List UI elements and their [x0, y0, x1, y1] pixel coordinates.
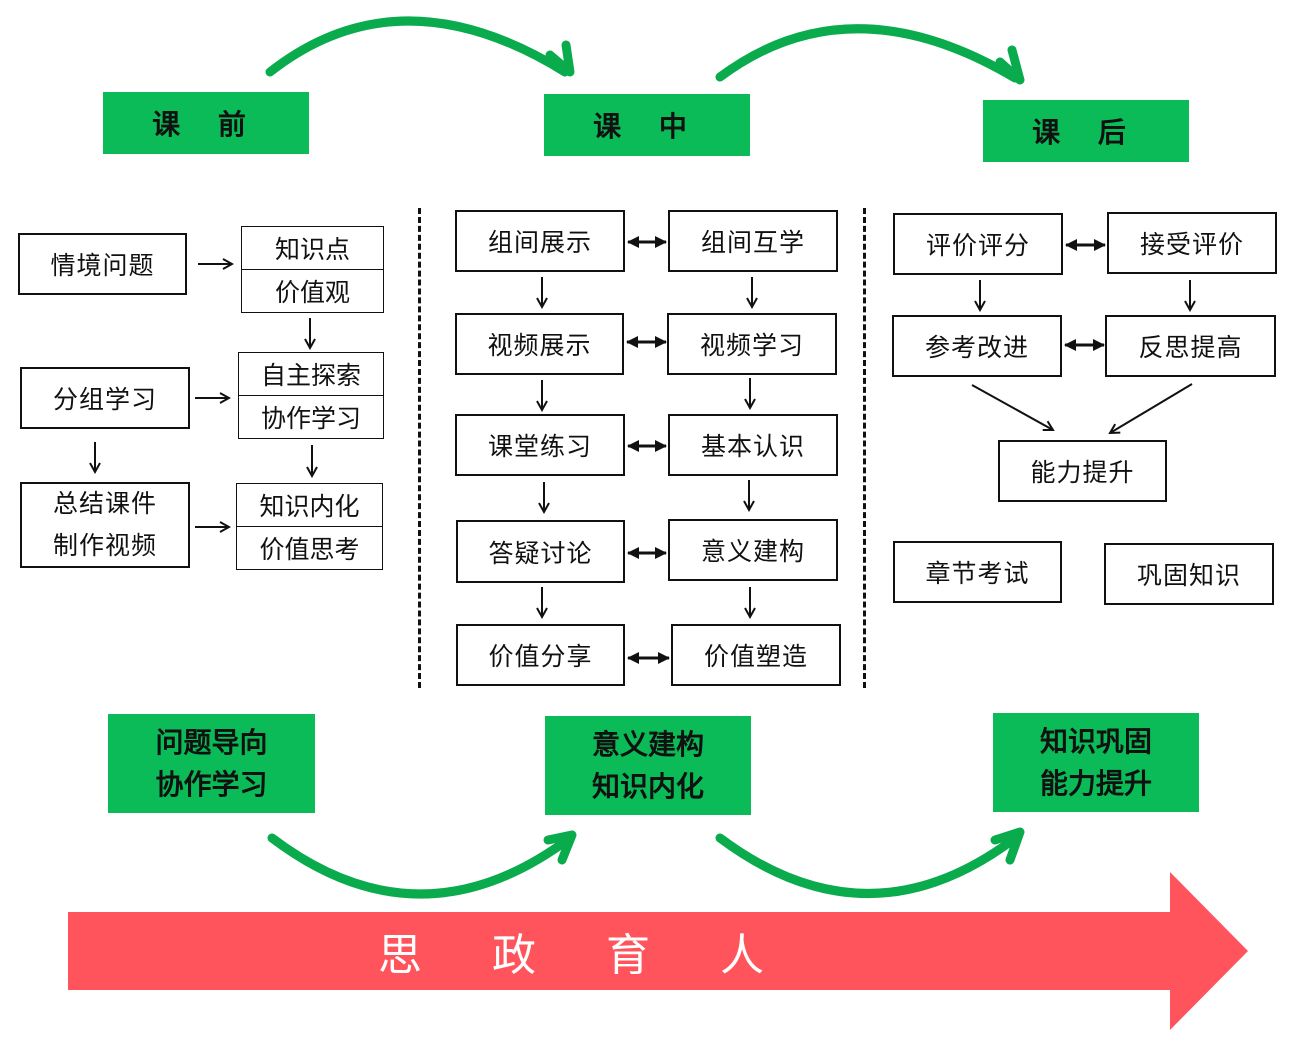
box-knowledge-values: 知识点 价值观	[241, 226, 384, 313]
box-during-right-3: 基本认识	[668, 414, 838, 476]
goal-after: 知识巩固 能力提升	[993, 713, 1199, 812]
box-scenario-problem: 情境问题	[18, 233, 187, 295]
stage-after-label: 课 后	[1032, 116, 1140, 149]
box-ability-improve: 能力提升	[998, 440, 1167, 502]
divider-left	[418, 208, 421, 688]
goal-during-line2: 知识内化	[591, 769, 704, 803]
box-explore-collab: 自主探索 协作学习	[238, 352, 384, 439]
box-values: 价值观	[274, 278, 350, 307]
box-consolidate-knowledge: 巩固知识	[1104, 543, 1274, 605]
stage-before-label: 课 前	[152, 108, 260, 141]
box-knowledge-point: 知识点	[242, 227, 383, 270]
box-internalize-reflect: 知识内化 价值思考	[236, 483, 383, 570]
box-during-left-1: 组间展示	[455, 210, 625, 272]
banner-label: 思 政 育 人	[378, 930, 792, 981]
box-self-explore: 自主探索	[239, 353, 383, 396]
box-chapter-exam: 章节考试	[893, 541, 1062, 603]
box-during-left-5: 价值分享	[456, 624, 625, 686]
box-during-right-1: 组间互学	[668, 210, 838, 272]
box-during-left-3: 课堂练习	[455, 414, 625, 476]
goal-before: 问题导向 协作学习	[108, 714, 315, 813]
summary-line2: 制作视频	[52, 531, 157, 560]
box-during-right-4: 意义建构	[668, 519, 838, 581]
stage-after-header: 课 后	[983, 100, 1189, 162]
goal-during: 意义建构 知识内化	[545, 716, 751, 815]
box-during-left-2: 视频展示	[455, 313, 624, 375]
goal-after-line2: 能力提升	[1039, 766, 1152, 800]
box-during-right-5: 价值塑造	[671, 624, 841, 686]
goal-during-line1: 意义建构	[591, 727, 704, 761]
goal-after-line1: 知识巩固	[1039, 724, 1152, 758]
goal-before-line2: 协作学习	[155, 767, 268, 801]
divider-right	[863, 208, 866, 688]
goal-before-line1: 问题导向	[155, 725, 268, 759]
box-collab-learning: 协作学习	[260, 404, 361, 433]
box-during-right-2: 视频学习	[667, 313, 837, 375]
stage-transition-arrow	[715, 24, 1025, 85]
stage-during-label: 课 中	[593, 110, 701, 143]
box-during-left-4: 答疑讨论	[456, 520, 625, 583]
goal-transition-arrow	[715, 827, 1025, 898]
box-reflect: 反思提高	[1105, 315, 1276, 377]
box-group-learning: 分组学习	[20, 367, 190, 429]
box-summary-video: 总结课件 制作视频	[20, 482, 190, 568]
box-evaluate: 评价评分	[893, 213, 1063, 275]
box-knowledge-internalize: 知识内化	[237, 484, 382, 527]
stage-before-header: 课 前	[103, 92, 309, 154]
box-value-reflect: 价值思考	[259, 535, 360, 564]
summary-line1: 总结课件	[52, 489, 157, 518]
stage-transition-arrow	[265, 16, 575, 77]
stage-during-header: 课 中	[544, 94, 750, 156]
goal-transition-arrow	[267, 830, 577, 899]
box-accept-evaluation: 接受评价	[1107, 212, 1277, 274]
box-improve: 参考改进	[892, 315, 1062, 377]
